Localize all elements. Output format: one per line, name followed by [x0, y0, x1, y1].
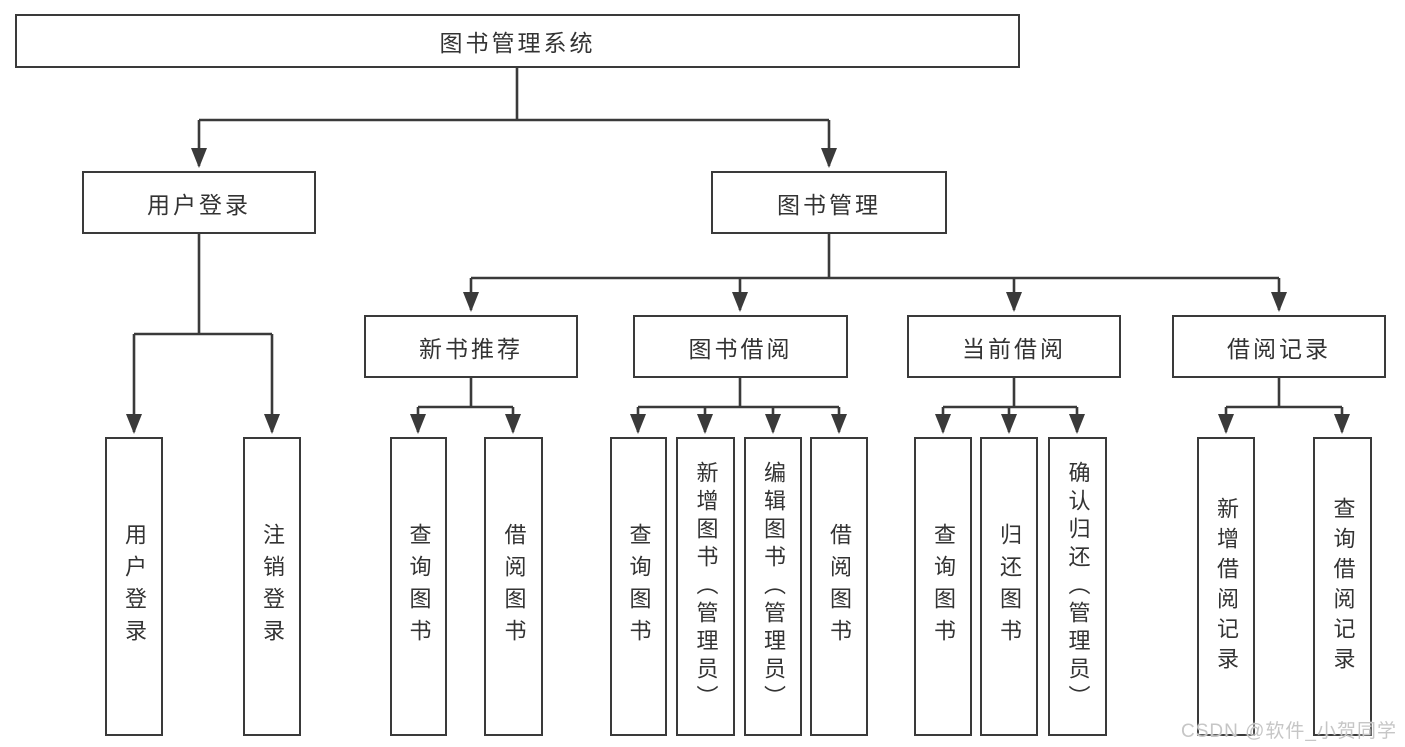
node-root: 图书管理系统 [15, 14, 1020, 68]
node-book-management: 图书管理 [711, 171, 947, 234]
leaf-user-login-label: 用户登录 [122, 522, 147, 651]
leaf-query-books-recommend-label: 查询图书 [406, 522, 432, 651]
leaf-query-borrow-record-label: 查询借阅记录 [1330, 496, 1356, 677]
leaf-query-books-borrowing: 查询图书 [610, 437, 667, 736]
leaf-edit-book-admin: 编辑图书（管理员） [744, 437, 802, 736]
watermark: CSDN @软件_小贺同学 [1181, 721, 1397, 742]
leaf-return-books-label: 归还图书 [997, 522, 1022, 651]
leaf-query-books-recommend: 查询图书 [390, 437, 447, 736]
leaf-logout-label: 注销登录 [260, 522, 285, 651]
leaf-edit-book-admin-label: 编辑图书（管理员） [761, 460, 786, 713]
leaf-add-book-admin: 新增图书（管理员） [676, 437, 735, 736]
leaf-add-borrow-record-label: 新增借阅记录 [1214, 496, 1239, 677]
leaf-return-books: 归还图书 [980, 437, 1038, 736]
node-book-borrowing: 图书借阅 [633, 315, 848, 378]
leaf-query-books-current: 查询图书 [914, 437, 972, 736]
leaf-user-login: 用户登录 [105, 437, 163, 736]
leaf-borrow-books-borrowing-label: 借阅图书 [827, 522, 852, 651]
leaf-query-borrow-record: 查询借阅记录 [1313, 437, 1372, 736]
leaf-add-book-admin-label: 新增图书（管理员） [693, 460, 719, 713]
leaf-confirm-return-admin-label: 确认归还（管理员） [1065, 460, 1091, 713]
leaf-query-books-current-label: 查询图书 [931, 522, 956, 651]
leaf-query-books-borrowing-label: 查询图书 [626, 522, 652, 651]
node-current-borrowing: 当前借阅 [907, 315, 1121, 378]
node-user-login: 用户登录 [82, 171, 316, 234]
leaf-logout: 注销登录 [243, 437, 301, 736]
leaf-confirm-return-admin: 确认归还（管理员） [1048, 437, 1107, 736]
node-new-book-recommendation: 新书推荐 [364, 315, 578, 378]
leaf-borrow-books-recommend: 借阅图书 [484, 437, 543, 736]
leaf-borrow-books-recommend-label: 借阅图书 [501, 522, 527, 651]
node-borrowing-records: 借阅记录 [1172, 315, 1386, 378]
leaf-add-borrow-record: 新增借阅记录 [1197, 437, 1255, 736]
leaf-borrow-books-borrowing: 借阅图书 [810, 437, 868, 736]
